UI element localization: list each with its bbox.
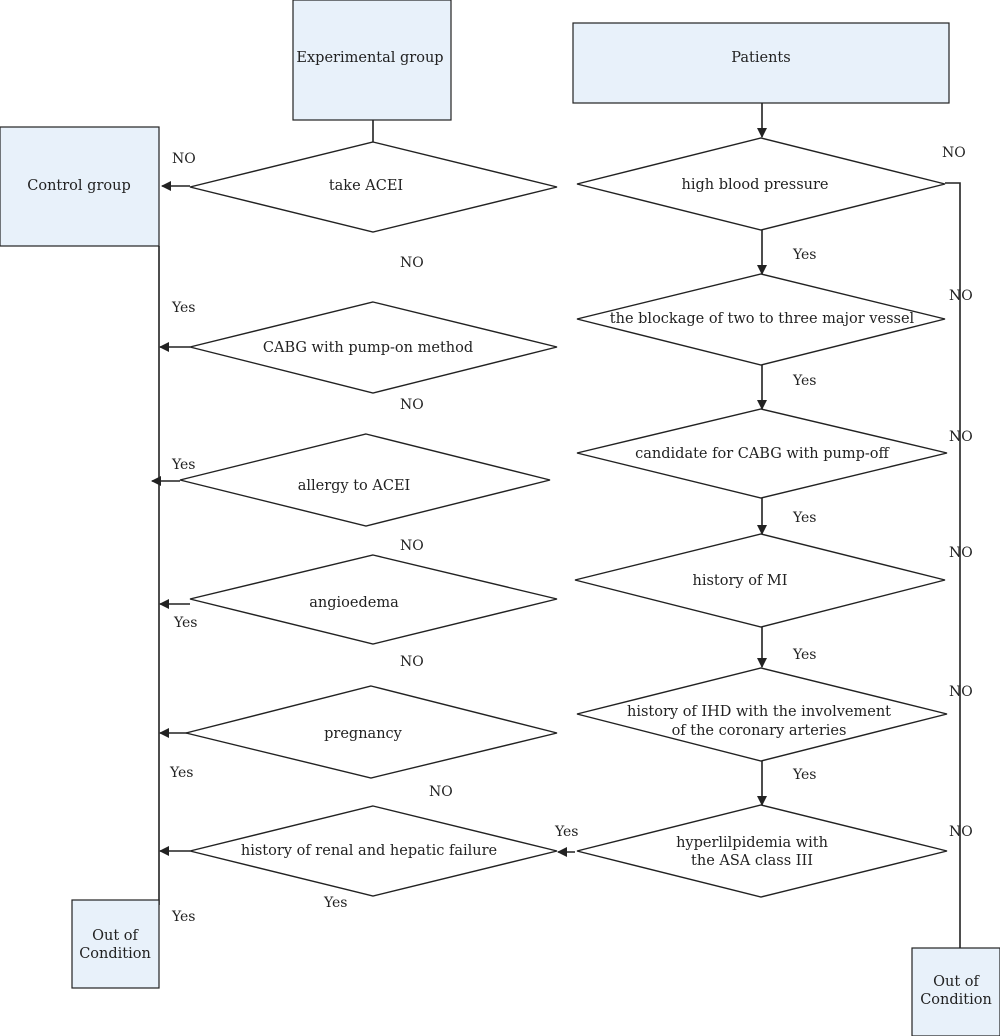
right-no-collector-line (945, 182, 961, 948)
edge-label-no-below-cabg-on: NO (400, 397, 424, 413)
edge-label-no-below-pregnancy: NO (429, 784, 453, 800)
edge-label-yes-mi: Yes (792, 647, 817, 663)
allergy-acei-decision: allergy to ACEI (179, 433, 551, 527)
cabg-pump-on-label: CABG with pump-on method (263, 340, 473, 356)
pregnancy-decision: pregnancy (185, 685, 558, 779)
cabg-pump-on-decision: CABG with pump-on method (189, 301, 558, 394)
edge-label-no-below-allergy: NO (400, 538, 424, 554)
out-of-condition-right-box: Out of Condition (911, 947, 1000, 1036)
blockage-label: the blockage of two to three major vesse… (610, 311, 915, 327)
renal-hepatic-decision: history of renal and hepatic failure (189, 805, 558, 897)
angioedema-label: angioedema (309, 595, 399, 611)
out-of-condition-left-box: Out of Condition (71, 899, 160, 989)
out-of-condition-right-line1: Out of (933, 974, 980, 990)
edge-label-no-ihd: NO (949, 684, 973, 700)
control-group-box: Control group (0, 126, 160, 247)
experimental-group-label: Experimental group (296, 50, 443, 66)
edge-labels-right: NO Yes NO Yes NO Yes NO Yes NO Yes NO (792, 145, 973, 840)
hyperlipidemia-label-line1: hyperlilpidemia with (676, 835, 828, 851)
out-of-condition-left-line2: Condition (79, 946, 151, 962)
candidate-cabg-label: candidate for CABG with pump-off (635, 446, 890, 462)
edge-label-yes-high-bp: Yes (792, 247, 817, 263)
candidate-cabg-decision: candidate for CABG with pump-off (576, 408, 948, 499)
connectors (151, 103, 961, 948)
edge-label-yes-ihd: Yes (792, 767, 817, 783)
history-mi-decision: history of MI (574, 533, 946, 628)
edge-label-yes-candidate: Yes (792, 510, 817, 526)
history-ihd-label-line2: of the coronary arteries (672, 723, 847, 739)
high-blood-pressure-label: high blood pressure (681, 177, 828, 193)
out-of-condition-left-line1: Out of (92, 928, 139, 944)
hyperlipidemia-label-line2: the ASA class III (691, 853, 813, 869)
edge-label-no-blockage: NO (949, 288, 973, 304)
edge-label-no-candidate: NO (949, 429, 973, 445)
edge-label-yes-hyperlipidemia: Yes (554, 824, 579, 840)
high-blood-pressure-decision: high blood pressure (576, 137, 946, 231)
renal-hepatic-label: history of renal and hepatic failure (241, 843, 497, 859)
angioedema-decision: angioedema (189, 554, 558, 645)
history-ihd-decision: history of IHD with the involvement of t… (576, 667, 948, 762)
pregnancy-label: pregnancy (324, 726, 403, 742)
edge-label-no-take-acei: NO (172, 151, 196, 167)
edge-label-yes-allergy: Yes (171, 457, 196, 473)
take-acei-decision: take ACEI (189, 141, 558, 233)
edge-label-no-hyperlipidemia: NO (949, 824, 973, 840)
allergy-acei-label: allergy to ACEI (298, 478, 411, 494)
patients-label: Patients (731, 50, 790, 66)
out-of-condition-right-line2: Condition (920, 992, 992, 1008)
edge-labels-left: NO NO Yes NO Yes NO Yes NO Yes NO Yes Ye… (169, 151, 579, 925)
edge-label-no-high-bp: NO (942, 145, 966, 161)
experimental-group-box: Experimental group (292, 0, 452, 121)
hyperlipidemia-decision: hyperlilpidemia with the ASA class III (576, 804, 948, 898)
edge-label-no-below-angioedema: NO (400, 654, 424, 670)
edge-label-yes-cabg-on: Yes (171, 300, 196, 316)
take-acei-label: take ACEI (329, 178, 403, 194)
edge-label-yes-angioedema: Yes (173, 615, 198, 631)
edge-label-no-below-take-acei: NO (400, 255, 424, 271)
edge-label-yes-renal-bottom: Yes (323, 895, 348, 911)
history-ihd-label-line1: history of IHD with the involvement (627, 704, 891, 720)
edge-label-no-mi: NO (949, 545, 973, 561)
control-group-label: Control group (27, 178, 130, 194)
edge-label-yes-pregnancy: Yes (169, 765, 194, 781)
edge-label-yes-renal-out: Yes (171, 909, 196, 925)
patients-box: Patients (572, 22, 950, 104)
history-mi-label: history of MI (693, 573, 788, 589)
edge-label-yes-blockage: Yes (792, 373, 817, 389)
blockage-decision: the blockage of two to three major vesse… (576, 273, 946, 366)
